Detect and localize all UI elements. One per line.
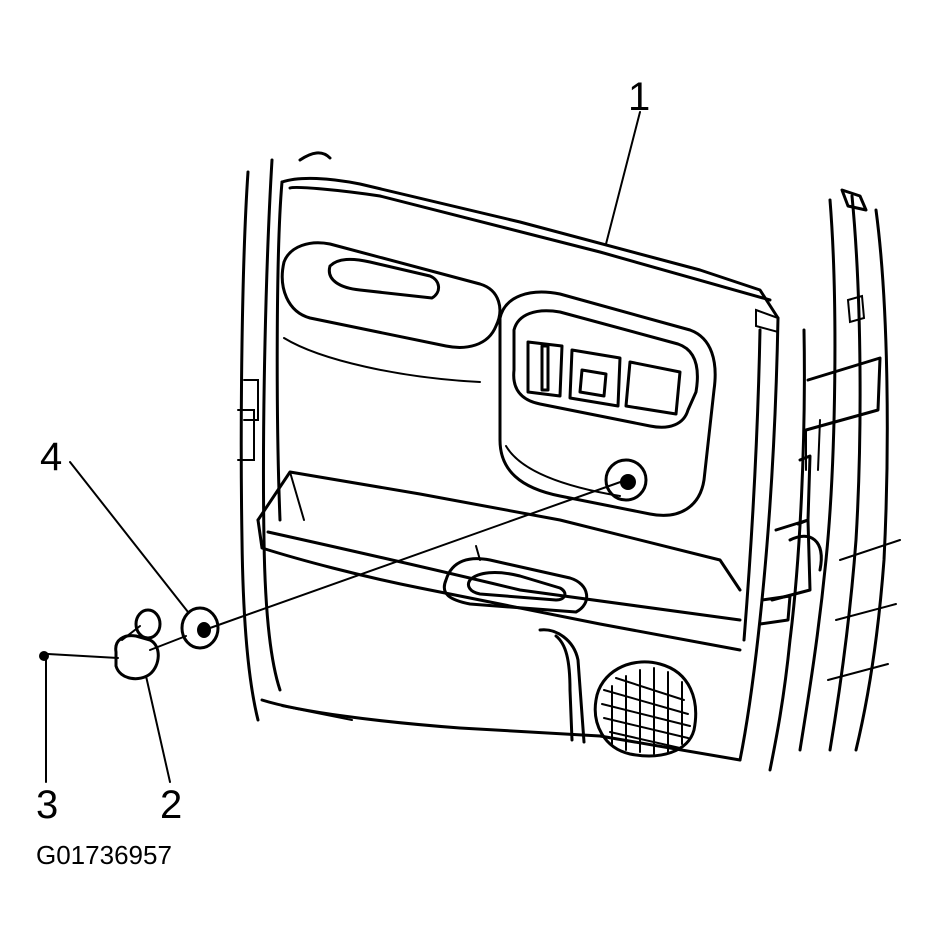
leader-1	[605, 111, 641, 245]
pull-handle	[280, 241, 502, 383]
callout-4: 4	[40, 435, 62, 479]
callout-2: 2	[160, 783, 182, 827]
inside-door-handle	[442, 545, 588, 614]
assembly-axis-lower	[47, 653, 119, 659]
speaker-grille	[593, 660, 698, 758]
armrest	[256, 470, 742, 652]
assembly-axis	[209, 479, 627, 629]
door-trim-panel	[260, 176, 780, 762]
switch-bezel	[498, 290, 717, 517]
door-jamb-right	[758, 188, 901, 772]
lock-knob	[114, 608, 162, 681]
leader-lines	[45, 111, 641, 783]
map-pocket	[538, 628, 586, 744]
door-frame-left	[237, 151, 332, 722]
retainer-washer	[180, 606, 220, 650]
callout-1: 1	[628, 75, 650, 119]
leader-4	[69, 461, 189, 613]
leader-2	[145, 675, 171, 783]
screw	[39, 651, 49, 661]
screw-hole	[604, 458, 648, 502]
figure-id: G01736957	[36, 840, 172, 870]
callout-3: 3	[36, 783, 58, 827]
